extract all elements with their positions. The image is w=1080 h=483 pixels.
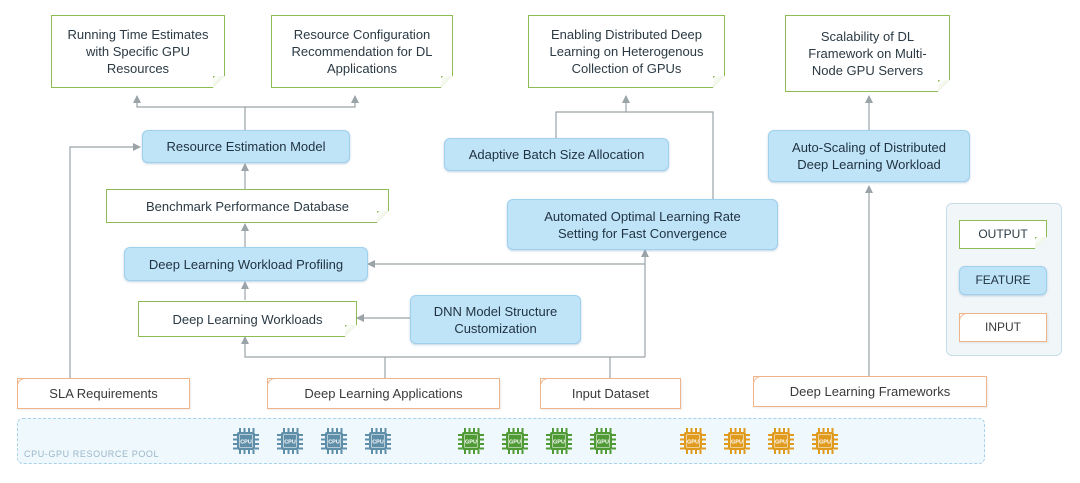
feature-auto-scaling: Auto-Scaling of Distributed Deep Learnin… — [768, 130, 970, 182]
feature-automated-learning-rate: Automated Optimal Learning Rate Setting … — [507, 199, 778, 250]
output-distributed-heterogenous: Enabling Distributed Deep Learning on He… — [528, 15, 725, 88]
gpu-chip-icon: GPU — [458, 428, 484, 454]
feature-adaptive-batch-size: Adaptive Batch Size Allocation — [444, 138, 669, 171]
svg-text:GPU: GPU — [731, 440, 743, 446]
cpu-chip-icon: CPU — [233, 428, 259, 454]
gpu-chip-icon: GPU — [724, 428, 750, 454]
legend-feature: FEATURE — [959, 266, 1047, 295]
output-label: Running Time Estimates with Specific GPU… — [67, 27, 209, 76]
legend-input-label: INPUT — [985, 320, 1021, 334]
gpu-chip-icon: GPU — [590, 428, 616, 454]
gpu-chip-icon: GPU — [546, 428, 572, 454]
feature-label: Auto-Scaling of Distributed Deep Learnin… — [792, 140, 946, 172]
svg-text:GPU: GPU — [597, 440, 609, 446]
resource-pool-label: CPU-GPU RESOURCE POOL — [24, 449, 160, 459]
legend-output-label: OUTPUT — [978, 227, 1028, 241]
svg-text:CPU: CPU — [240, 440, 252, 446]
output-label: Deep Learning Workloads — [172, 311, 323, 327]
legend-input: INPUT — [959, 313, 1047, 342]
svg-text:CPU: CPU — [372, 440, 384, 446]
legend-feature-label: FEATURE — [975, 273, 1031, 287]
gpu-chip-icon: GPU — [768, 428, 794, 454]
output-running-time-estimates: Running Time Estimates with Specific GPU… — [51, 15, 225, 88]
input-label: SLA Requirements — [49, 386, 158, 401]
feature-label: Adaptive Batch Size Allocation — [468, 147, 645, 162]
feature-workload-profiling: Deep Learning Workload Profiling — [124, 247, 368, 281]
resource-pool — [17, 418, 985, 464]
cpu-chip-icon: CPU — [365, 428, 391, 454]
output-resource-configuration: Resource Configuration Recommendation fo… — [271, 15, 453, 88]
arrow-rem-to-outputs — [133, 95, 246, 130]
feature-label: Resource Estimation Model — [166, 139, 326, 154]
output-label: Scalability of DL Framework on Multi-Nod… — [808, 29, 927, 78]
output-label: Benchmark Performance Database — [145, 198, 350, 214]
input-dl-applications: Deep Learning Applications — [267, 378, 500, 409]
input-dl-frameworks: Deep Learning Frameworks — [753, 376, 987, 407]
input-label: Input Dataset — [571, 386, 650, 401]
svg-text:GPU: GPU — [553, 440, 565, 446]
arrow-rem-to-config — [245, 95, 359, 108]
output-benchmark-database: Benchmark Performance Database — [106, 189, 389, 223]
line-lr-to-hetero — [626, 111, 714, 199]
arrow-sla-to-rem — [69, 143, 141, 378]
feature-label: DNN Model Structure Customization — [433, 303, 558, 336]
svg-text:GPU: GPU — [465, 440, 477, 446]
cpu-chip-icon: CPU — [321, 428, 347, 454]
svg-text:GPU: GPU — [687, 440, 699, 446]
input-sla-requirements: SLA Requirements — [17, 378, 190, 409]
gpu-chip-icon: GPU — [680, 428, 706, 454]
feature-dnn-customization: DNN Model Structure Customization — [410, 295, 581, 344]
output-scalability: Scalability of DL Framework on Multi-Nod… — [785, 15, 950, 92]
arrow-bus-to-work — [245, 337, 611, 378]
svg-text:GPU: GPU — [509, 440, 521, 446]
feature-label: Deep Learning Workload Profiling — [148, 256, 344, 272]
output-label: Resource Configuration Recommendation fo… — [291, 27, 433, 76]
output-label: Enabling Distributed Deep Learning on He… — [549, 27, 704, 76]
arrow-batch-to-hetero — [555, 95, 630, 138]
legend-output: OUTPUT — [959, 220, 1047, 249]
svg-text:GPU: GPU — [775, 440, 787, 446]
feature-label: Automated Optimal Learning Rate Setting … — [544, 208, 741, 241]
input-dataset: Input Dataset — [540, 378, 681, 409]
input-label: Deep Learning Frameworks — [789, 384, 951, 399]
gpu-chip-icon: GPU — [812, 428, 838, 454]
output-dl-workloads: Deep Learning Workloads — [138, 301, 357, 337]
input-label: Deep Learning Applications — [304, 386, 463, 401]
svg-text:CPU: CPU — [284, 440, 296, 446]
gpu-chip-icon: GPU — [502, 428, 528, 454]
cpu-chip-icon: CPU — [277, 428, 303, 454]
feature-resource-estimation-model: Resource Estimation Model — [142, 130, 350, 163]
svg-text:GPU: GPU — [819, 440, 831, 446]
svg-text:CPU: CPU — [328, 440, 340, 446]
